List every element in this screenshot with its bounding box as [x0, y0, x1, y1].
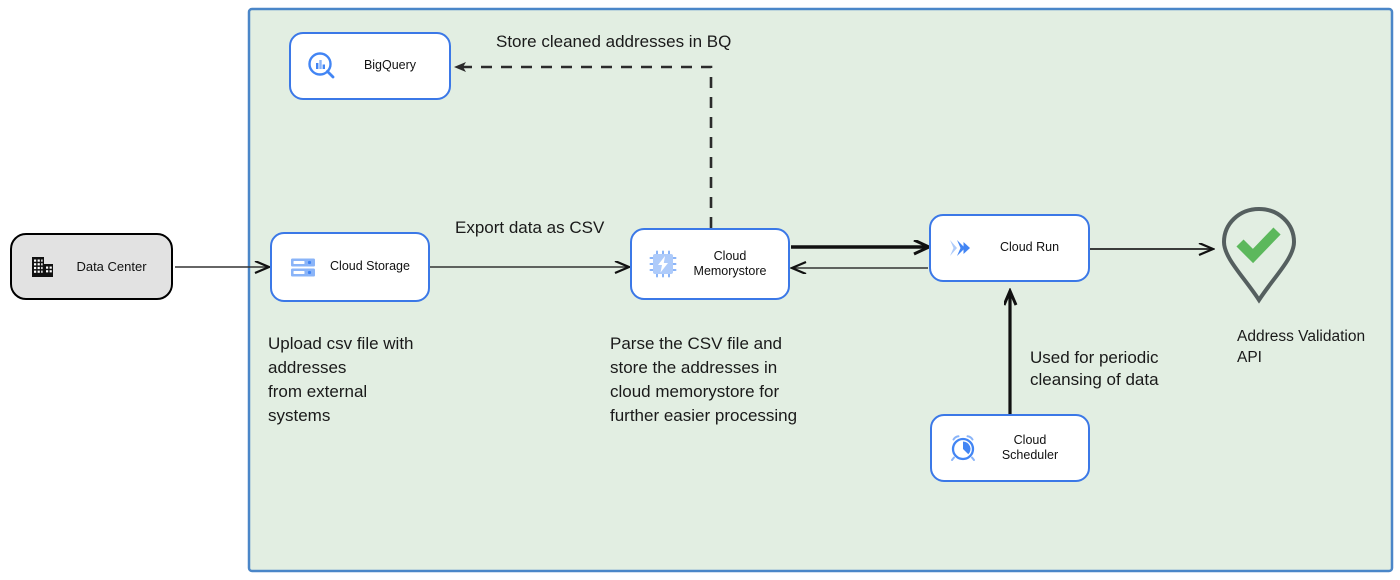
node-label-cloud-run: Cloud Run: [999, 240, 1060, 255]
node-bigquery[interactable]: BigQuery: [289, 32, 451, 100]
edge-label-periodic-cleansing: Used for periodic cleansing of data: [1030, 348, 1159, 390]
node-label-data-center: Data Center: [76, 258, 147, 274]
node-label-bigquery: BigQuery: [363, 58, 417, 73]
edge-label-export-csv: Export data as CSV: [455, 218, 605, 237]
data-center-icon: [26, 250, 60, 284]
cloud-run-icon: [945, 231, 979, 265]
caption-parse-csv: Parse the CSV file and store the address…: [610, 334, 798, 426]
node-label-cloud-memorystore: Cloud Memorystore: [693, 248, 767, 278]
node-cloud-scheduler[interactable]: Cloud Scheduler: [930, 414, 1090, 482]
gcp-boundary-rect: [247, 7, 1394, 573]
caption-upload-csv: Upload csv file with addresses from exte…: [268, 334, 414, 426]
node-data-center[interactable]: Data Center: [10, 233, 173, 300]
node-label-cloud-scheduler: Cloud Scheduler: [1001, 432, 1059, 462]
caption-address-validation-api: Address Validation API: [1237, 328, 1366, 367]
cloud-memorystore-icon: [646, 247, 680, 281]
cloud-scheduler-icon: [946, 431, 980, 465]
node-address-validation-api[interactable]: [1216, 205, 1302, 305]
edge-label-store-in-bq: Store cleaned addresses in BQ: [496, 32, 732, 51]
bigquery-icon: [305, 49, 339, 83]
node-label-cloud-storage: Cloud Storage: [330, 259, 410, 274]
node-cloud-storage[interactable]: Cloud Storage: [270, 232, 430, 302]
cloud-storage-icon: [286, 250, 320, 284]
edge-memorystore-to-bigquery: [454, 62, 713, 228]
map-pin-check-icon: [1221, 206, 1297, 304]
node-cloud-run[interactable]: Cloud Run: [929, 214, 1090, 282]
node-cloud-memorystore[interactable]: Cloud Memorystore: [630, 228, 790, 300]
